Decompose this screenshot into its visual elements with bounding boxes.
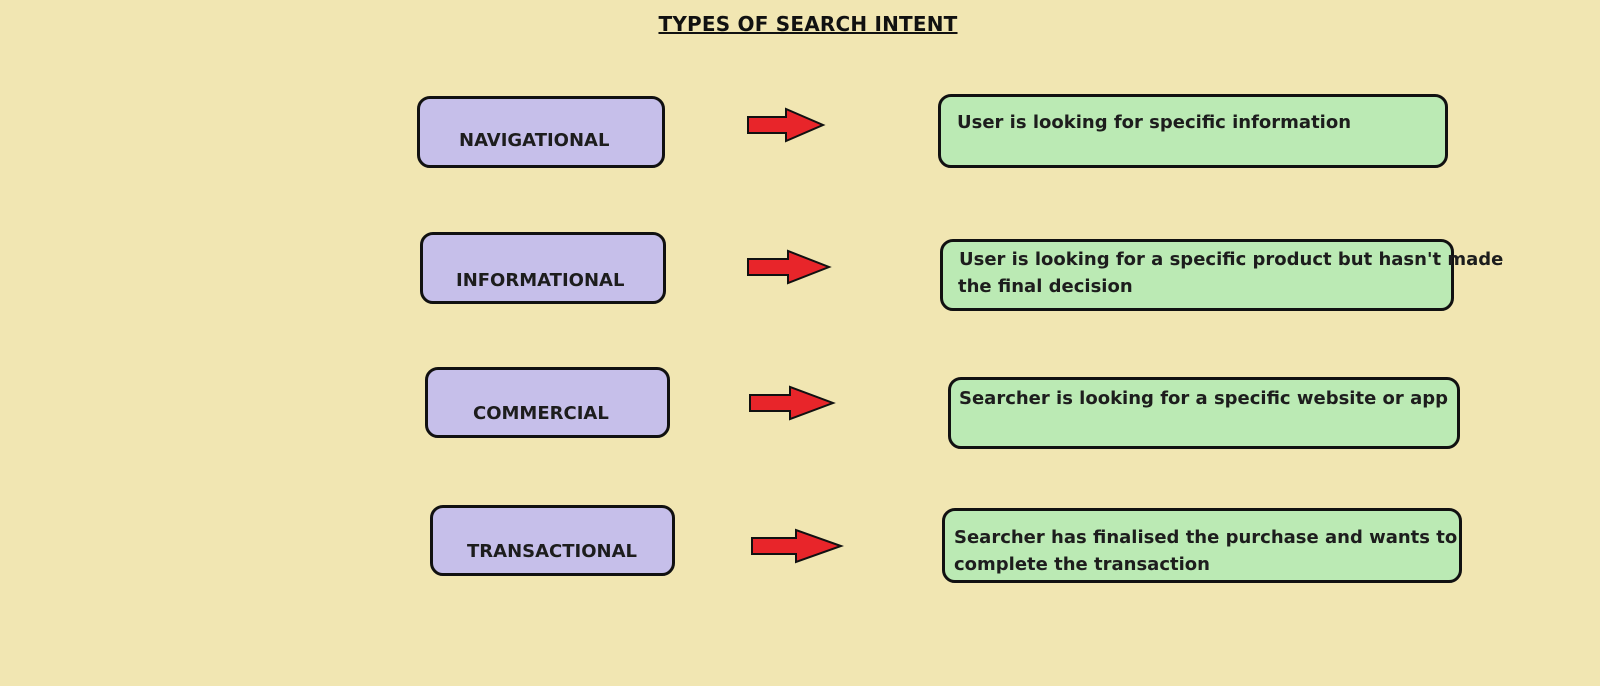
type-label: COMMERCIAL [473,403,609,424]
arrow-right-icon [747,249,832,285]
description-line: User is looking for a specific product b… [959,249,1504,270]
type-box-navigational: NAVIGATIONAL [417,96,665,168]
description-box-transactional: Searcher has finalised the purchase and … [942,508,1462,583]
description-line: the final decision [958,276,1133,297]
description-box-informational: User is looking for a specific product b… [940,239,1503,311]
type-box-informational: INFORMATIONAL [420,232,666,304]
description-line: complete the transaction [954,554,1210,575]
description-line: Searcher is looking for a specific websi… [959,388,1448,409]
description-line: User is looking for specific information [957,112,1352,133]
diagram-title: TYPES OF SEARCH INTENT [658,12,958,36]
description-box-commercial: Searcher is looking for a specific websi… [948,377,1460,449]
intent-row-commercial: COMMERCIAL Searcher is looking for a spe… [0,367,1600,449]
intent-row-navigational: NAVIGATIONAL User is looking for specifi… [0,94,1600,174]
type-label: TRANSACTIONAL [467,541,637,562]
arrow-right-icon [751,528,844,564]
type-label: INFORMATIONAL [456,270,625,291]
description-line: Searcher has finalised the purchase and … [954,527,1458,548]
description-box-navigational: User is looking for specific information [938,94,1448,168]
intent-row-transactional: TRANSACTIONAL Searcher has finalised the… [0,505,1600,585]
type-label: NAVIGATIONAL [459,130,610,151]
type-box-commercial: COMMERCIAL [425,367,670,438]
intent-row-informational: INFORMATIONAL User is looking for a spec… [0,232,1600,312]
arrow-right-icon [747,107,826,143]
type-box-transactional: TRANSACTIONAL [430,505,675,576]
arrow-right-icon [749,385,836,421]
